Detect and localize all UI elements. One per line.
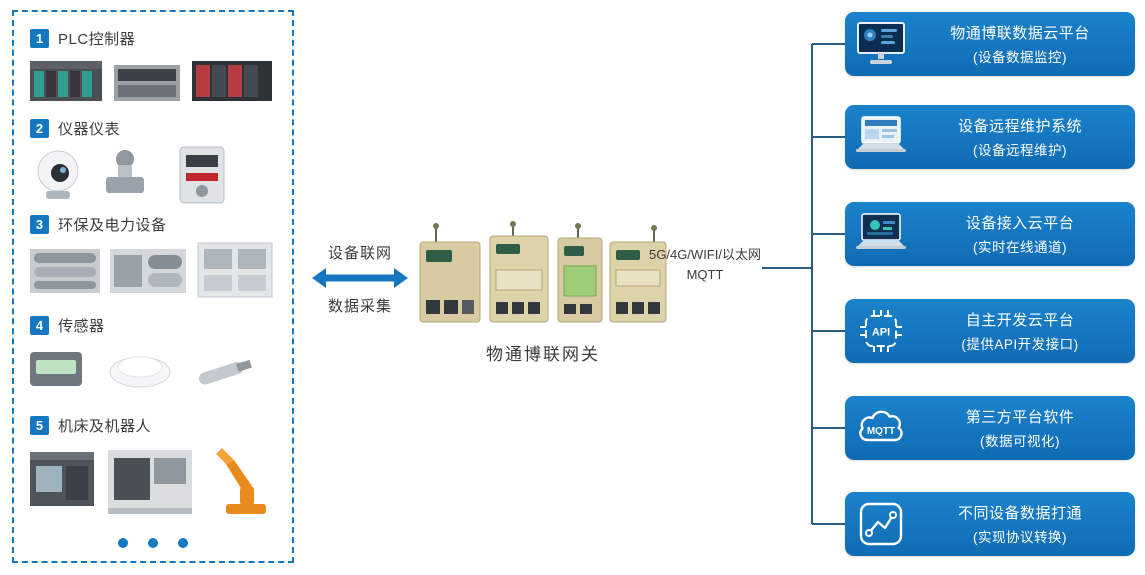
platform-title: 设备接入云平台 (965, 215, 1075, 232)
uplink-protocols: 5G/4G/WIFI/以太网 MQTT (646, 245, 764, 285)
platform-card-remote-maintenance: 设备远程维护系统 (设备远程维护) (845, 105, 1135, 169)
category-number-badge: 2 (30, 119, 49, 138)
ellipsis-dot (118, 538, 128, 548)
platform-subtitle: (设备数据监控) (973, 50, 1067, 65)
uplink-line1: 5G/4G/WIFI/以太网 (649, 247, 761, 262)
monitor-dashboard-icon (845, 20, 917, 68)
sensor-devices-image (14, 342, 292, 397)
category-sensors: 4 传感器 (14, 315, 292, 397)
category-label: 传感器 (58, 318, 105, 335)
platform-card-device-access: 设备接入云平台 (实时在线通道) (845, 202, 1135, 266)
api-chip-icon: API (845, 307, 917, 355)
machine-robot-devices-image (14, 442, 292, 520)
ellipsis-dot (148, 538, 158, 548)
plc-devices-image (14, 55, 292, 107)
category-number-badge: 5 (30, 416, 49, 435)
category-plc: 1 PLC控制器 (14, 28, 292, 107)
environment-devices-image (14, 241, 292, 299)
platform-card-protocol-conversion: 不同设备数据打通 (实现协议转换) (845, 492, 1135, 556)
category-label: 仪器仪表 (58, 121, 121, 138)
category-label: 环保及电力设备 (58, 217, 167, 234)
platform-title: 物通博联数据云平台 (950, 25, 1090, 42)
more-devices-ellipsis (14, 538, 292, 548)
category-label: PLC控制器 (58, 31, 136, 48)
category-label: 机床及机器人 (58, 418, 152, 435)
laptop-cloud-icon (845, 210, 917, 258)
platform-subtitle: (实现协议转换) (973, 530, 1067, 545)
platform-card-third-party: MQTT 第三方平台软件 (数据可视化) (845, 396, 1135, 460)
mqtt-cloud-icon: MQTT (845, 404, 917, 452)
platform-card-api: API 自主开发云平台 (提供API开发接口) (845, 299, 1135, 363)
instrument-devices-image (14, 145, 292, 207)
link-arrow-group: 设备联网 数据采集 (308, 243, 412, 318)
arrow-label-bottom: 数据采集 (327, 298, 392, 315)
category-instruments: 2 仪器仪表 (14, 118, 292, 207)
arrow-label-top: 设备联网 (327, 245, 392, 262)
gateway-devices-image (418, 220, 668, 326)
platform-subtitle: (提供API开发接口) (961, 337, 1079, 352)
category-environment-power: 3 环保及电力设备 (14, 214, 292, 299)
platform-title: 第三方平台软件 (965, 409, 1075, 426)
category-number-badge: 4 (30, 316, 49, 335)
category-number-badge: 3 (30, 215, 49, 234)
platform-subtitle: (实时在线通道) (973, 240, 1067, 255)
api-icon-text: API (872, 327, 890, 339)
platform-title: 设备远程维护系统 (957, 118, 1082, 135)
category-machines-robots: 5 机床及机器人 (14, 415, 292, 520)
gateway-caption: 物通博联网关 (486, 345, 600, 364)
uplink-line2: MQTT (686, 267, 724, 282)
double-headed-arrow-icon (312, 268, 408, 288)
laptop-remote-icon (845, 113, 917, 161)
platform-card-cloud-monitor: 物通博联数据云平台 (设备数据监控) (845, 12, 1135, 76)
device-sources-panel: 1 PLC控制器 (12, 10, 294, 563)
mqtt-icon-text: MQTT (867, 426, 895, 437)
ellipsis-dot (178, 538, 188, 548)
category-number-badge: 1 (30, 29, 49, 48)
platform-title: 不同设备数据打通 (957, 505, 1082, 522)
platform-subtitle: (设备远程维护) (973, 143, 1067, 158)
chart-line-icon (845, 500, 917, 548)
platform-subtitle: (数据可视化) (980, 434, 1060, 449)
platform-title: 自主开发云平台 (965, 312, 1075, 329)
